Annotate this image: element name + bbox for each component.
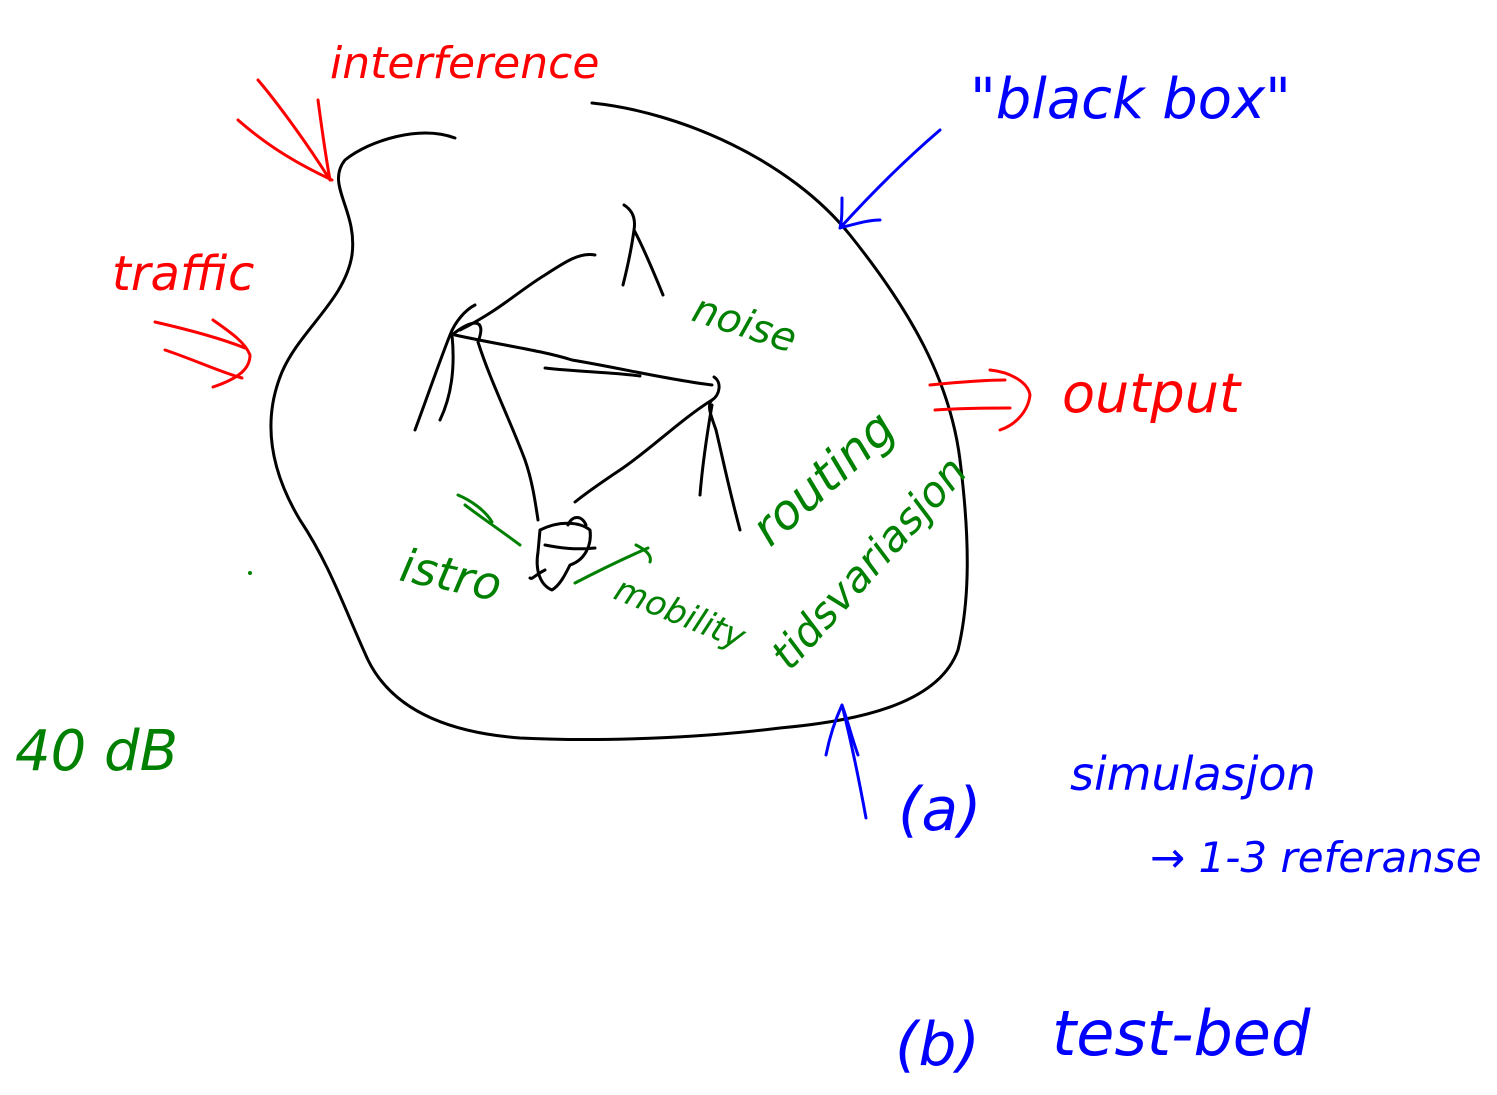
edge-left-top [458,252,597,332]
istro-label: istro [396,538,507,612]
interference-label: interference [330,38,599,89]
stray-dot [248,571,252,575]
simulasjon-label: simulasjon [1070,747,1316,801]
node-right-antenna [698,375,742,532]
option-b-label: (b) [895,1010,980,1080]
noise-label: noise [687,286,802,363]
black-box-label: "black box" [970,67,1291,132]
traffic-arrow [153,318,252,389]
output-label: output [1062,362,1242,425]
traffic-label: traffic [112,246,254,302]
mobile-node [528,516,597,592]
output-arrow [928,368,1032,432]
edge-left-bottom [476,340,540,522]
test-bed-label: test-bed [1052,997,1311,1070]
mobility-label: mobility [609,569,752,658]
black-box-pointer-arrow [838,128,942,230]
referanse-label: → 1-3 referanse [1150,833,1482,882]
network-graph [413,203,742,592]
db40-label: 40 dB [15,719,178,784]
mobility-arrow [573,543,652,585]
istro-arrow [456,493,522,547]
black-box-outline [269,101,969,742]
edge-left-right [453,333,714,387]
node-top-antenna [621,203,665,297]
option-a-label: (a) [898,775,982,845]
interference-arrow [236,78,334,182]
methods-pointer-arrow [824,703,868,820]
edge-right-bottom [573,398,714,504]
